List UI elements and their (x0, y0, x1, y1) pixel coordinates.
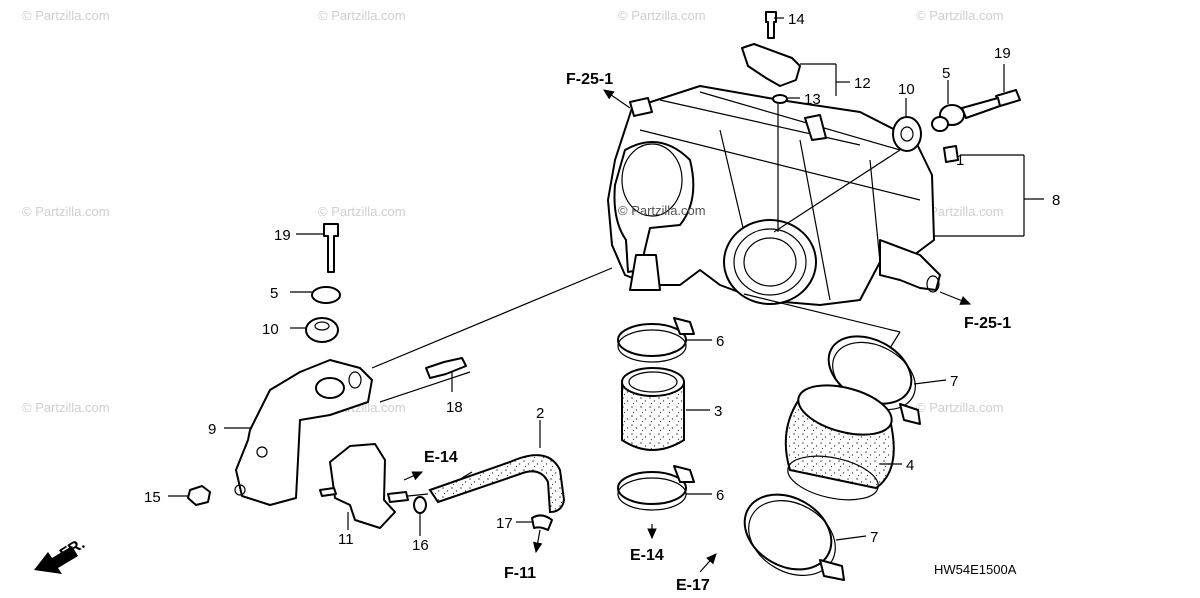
ref-f-25-1-right: F-25-1 (964, 315, 1011, 332)
watermark: © Partzilla.com (318, 204, 406, 219)
callout-3: 3 (714, 403, 722, 420)
ref-f-11: F-11 (504, 565, 536, 582)
callout-11: 11 (338, 531, 354, 548)
ref-e-17: E-17 (676, 577, 710, 594)
bolt-19-right (961, 97, 1001, 119)
hose-band-7-lower (743, 493, 845, 581)
callout-7-lower: 7 (870, 529, 878, 546)
left-mount-hardware (305, 223, 341, 343)
watermark: © Partzilla.com (618, 8, 706, 23)
callout-10-left: 10 (262, 321, 279, 338)
watermark: © Partzilla.com (22, 204, 110, 219)
reference-labels: F-25-1 F-25-1 E-14 E-14 E-17 F-11 (424, 71, 1011, 594)
callout-1: 1 (956, 152, 964, 169)
grommet-10-right (892, 116, 922, 152)
callout-7-upper: 7 (950, 373, 958, 390)
hose-band-6-lower (617, 465, 695, 511)
bolt-19-left (323, 223, 339, 273)
callout-6-upper: 6 (716, 333, 724, 350)
hose-band-7-upper (827, 335, 921, 425)
connecting-tube-4 (784, 384, 895, 501)
front-arrow-icon (34, 546, 78, 574)
body-watermark: © Partzilla.com (618, 203, 706, 218)
collar-5-left (311, 286, 341, 304)
callout-19-left: 19 (274, 227, 291, 244)
nut-15 (187, 485, 211, 506)
callout-2: 2 (536, 405, 544, 422)
bolt-18 (425, 357, 467, 379)
intake-body (607, 85, 935, 306)
callout-19-right: 19 (994, 45, 1011, 62)
callout-15: 15 (144, 489, 161, 506)
right-mount-hardware (892, 89, 1021, 163)
map-sensor (741, 43, 801, 87)
hose-3 (621, 367, 685, 451)
water-outlet (629, 254, 661, 291)
watermark: © Partzilla.com (916, 400, 1004, 415)
screw-1 (943, 145, 959, 163)
watermark: © Partzilla.com (916, 204, 1004, 219)
throttle-cover (613, 141, 695, 273)
throttle-body-assembly: © Partzilla.com (607, 85, 941, 306)
callout-6-lower: 6 (716, 487, 724, 504)
callout-9: 9 (208, 421, 216, 438)
watermark: © Partzilla.com (318, 8, 406, 23)
leader-lines (168, 17, 1044, 541)
ref-e-14-bottom: E-14 (630, 547, 664, 564)
callout-8: 8 (1052, 192, 1060, 209)
map-sensor-group (741, 11, 801, 104)
clip-16 (413, 496, 427, 514)
callout-16: 16 (412, 537, 429, 554)
callout-14: 14 (788, 11, 805, 28)
callout-18: 18 (446, 399, 463, 416)
callout-13: 13 (804, 91, 821, 108)
bolt-14 (765, 11, 777, 39)
front-direction-indicator: FR. (34, 535, 88, 574)
throttle-bore (723, 219, 817, 305)
callout-17: 17 (496, 515, 513, 532)
ref-e-14-left: E-14 (424, 449, 458, 466)
callout-10-right: 10 (898, 81, 915, 98)
watermark: © Partzilla.com (22, 400, 110, 415)
diagram-code: HW54E1500A (934, 562, 1017, 577)
callout-labels: 1 2 3 4 5 5 6 6 7 7 8 9 10 10 11 12 13 1… (144, 11, 1060, 554)
hose-band-6-upper (617, 317, 695, 363)
watermark: © Partzilla.com (22, 8, 110, 23)
clip-17 (531, 514, 553, 531)
hose-2 (428, 454, 566, 514)
reference-arrows (403, 89, 972, 573)
o-ring-13 (772, 94, 788, 104)
callout-4: 4 (906, 457, 914, 474)
solenoid-valve-11 (329, 443, 396, 529)
callout-5-right: 5 (942, 65, 950, 82)
ref-f-25-1-top: F-25-1 (566, 71, 613, 88)
watermark: © Partzilla.com (916, 8, 1004, 23)
callout-5-left: 5 (270, 285, 278, 302)
callout-12: 12 (854, 75, 871, 92)
